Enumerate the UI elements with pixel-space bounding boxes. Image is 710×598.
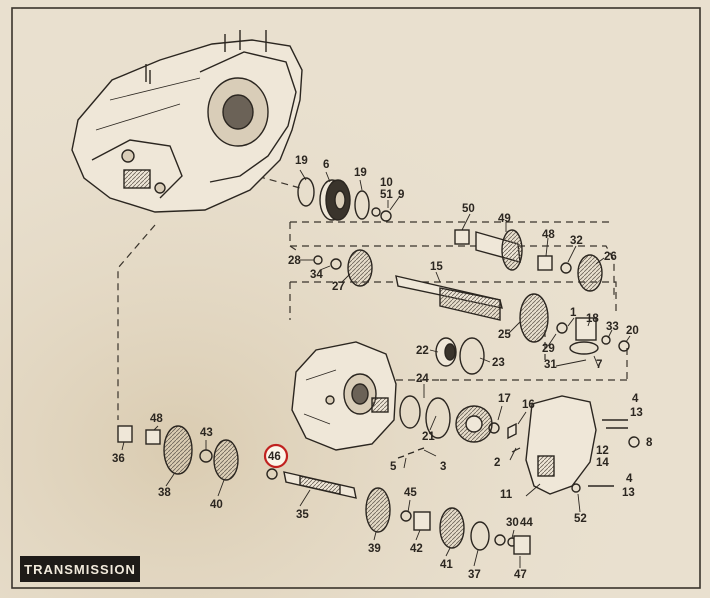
part-label: 14 bbox=[596, 457, 609, 469]
part-label: 5 bbox=[390, 461, 397, 473]
part-label: 21 bbox=[422, 431, 435, 443]
part-label: 1 bbox=[570, 307, 577, 319]
sprocket-and-seals bbox=[399, 337, 517, 443]
diagram-border bbox=[11, 7, 701, 589]
part-label: 48 bbox=[150, 413, 163, 425]
leader-lines bbox=[121, 169, 631, 568]
part-label: 7 bbox=[596, 359, 602, 371]
part-label: 34 bbox=[310, 269, 323, 281]
part-label: 13 bbox=[630, 407, 643, 419]
part-label: 32 bbox=[570, 235, 583, 247]
part-label: 2 bbox=[494, 457, 500, 469]
part-label: 30 bbox=[506, 517, 519, 529]
part-label: 35 bbox=[296, 509, 309, 521]
side-cover bbox=[525, 395, 640, 495]
countershaft-row bbox=[117, 425, 531, 555]
part-label: 8 bbox=[646, 437, 653, 449]
part-label: 45 bbox=[404, 487, 417, 499]
part-label: 9 bbox=[398, 189, 404, 201]
part-label: 44 bbox=[520, 517, 533, 529]
part-label: 22 bbox=[416, 345, 429, 357]
part-label: 33 bbox=[606, 321, 619, 333]
part-label: 19 bbox=[354, 167, 367, 179]
part-label: 51 bbox=[380, 189, 393, 201]
part-label: 28 bbox=[288, 255, 301, 267]
part-label: 41 bbox=[440, 559, 453, 571]
part-label: 26 bbox=[604, 251, 617, 263]
mainshaft-row bbox=[313, 229, 630, 355]
part-label: 15 bbox=[430, 261, 443, 273]
part-label: 37 bbox=[468, 569, 481, 581]
part-label: 29 bbox=[542, 343, 555, 355]
part-label: 3 bbox=[440, 461, 446, 473]
part-label: 20 bbox=[626, 325, 639, 337]
crankcase-upper bbox=[71, 30, 303, 213]
part-label: 47 bbox=[514, 569, 527, 581]
part-label: 19 bbox=[295, 155, 308, 167]
highlight-ring-46 bbox=[263, 443, 289, 469]
part-label: 4 bbox=[626, 473, 633, 485]
part-label: 38 bbox=[158, 487, 171, 499]
part-label: 31 bbox=[544, 359, 557, 371]
part-label: 10 bbox=[380, 177, 393, 189]
part-label: 24 bbox=[416, 373, 429, 385]
screws bbox=[397, 447, 521, 459]
part-label: 42 bbox=[410, 543, 423, 555]
part-label: 46 bbox=[268, 451, 281, 463]
bearing-assembly bbox=[297, 177, 392, 222]
part-label: 52 bbox=[574, 513, 587, 525]
part-label: 18 bbox=[586, 313, 599, 325]
crankcase-lower bbox=[291, 341, 397, 451]
part-label: 13 bbox=[622, 487, 635, 499]
part-label: 23 bbox=[492, 357, 505, 369]
part-label: 17 bbox=[498, 393, 511, 405]
part-label: 16 bbox=[522, 399, 535, 411]
part-label: 43 bbox=[200, 427, 213, 439]
part-label: 11 bbox=[500, 489, 513, 501]
part-label: 48 bbox=[542, 229, 555, 241]
part-label: 49 bbox=[498, 213, 511, 225]
part-label: 40 bbox=[210, 499, 223, 511]
part-label: 25 bbox=[498, 329, 511, 341]
part-label: 39 bbox=[368, 543, 381, 555]
part-label: 27 bbox=[332, 281, 345, 293]
part-label: 12 bbox=[596, 445, 609, 457]
part-label: 50 bbox=[462, 203, 475, 215]
part-labels: 19 6 19 10 51 9 50 49 48 32 26 28 34 27 … bbox=[112, 155, 653, 581]
part-label: 36 bbox=[112, 453, 125, 465]
part-label: 4 bbox=[632, 393, 639, 405]
diagram-title: TRANSMISSION bbox=[20, 556, 140, 582]
part-label: 6 bbox=[323, 159, 329, 171]
